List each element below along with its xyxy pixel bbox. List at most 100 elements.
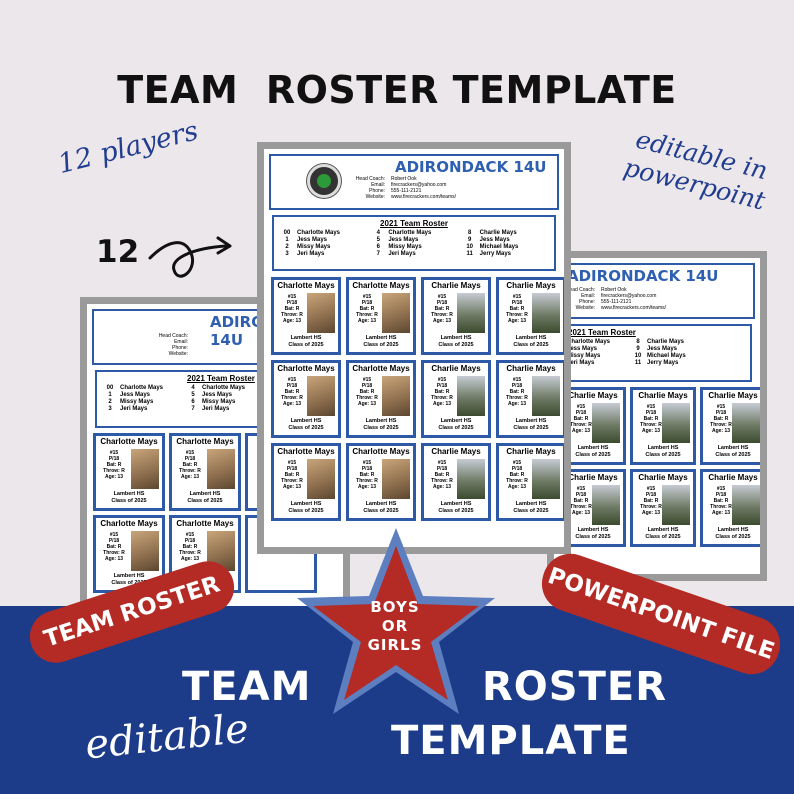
star-text: BOYS OR GIRLS — [352, 598, 438, 655]
card-name: Charlotte Mays — [176, 437, 234, 446]
player-photo — [592, 403, 620, 443]
roster-number: 5 — [191, 392, 195, 398]
player-photo — [532, 459, 560, 499]
roster-sheet-right: ADIRONDACK 14U Head Coach:Robert Ook Ema… — [547, 251, 767, 581]
team-logo-icon — [307, 164, 341, 198]
roster-player: Jeri Mays — [120, 406, 148, 412]
player-photo — [457, 459, 485, 499]
player-photo — [662, 403, 690, 443]
player-photo — [532, 376, 560, 416]
team-name: ADIRONDACK 14U — [395, 158, 547, 176]
roster-player: Jess Mays — [202, 392, 233, 398]
player-photo — [732, 485, 760, 525]
roster-number: 1 — [108, 392, 112, 398]
player-photo — [307, 376, 335, 416]
team-info: Head Coach:Robert Ook Email:firecrackers… — [565, 287, 667, 311]
player-photo — [382, 459, 410, 499]
team-name: ADIRONDACK 14U — [567, 267, 719, 285]
roster-player: Jeri Mays — [202, 406, 230, 412]
player-count: 12 — [96, 234, 140, 270]
roster-number: 00 — [106, 385, 114, 391]
player-photo — [382, 376, 410, 416]
band-team-text: TEAM — [182, 664, 312, 710]
info-key: Head Coach: — [158, 333, 188, 339]
band-roster-text: ROSTER — [482, 664, 668, 710]
roster-player: Missy Mays — [202, 399, 236, 405]
band-template-text: TEMPLATE — [391, 718, 631, 764]
roster-title: 2021 Team Roster — [380, 219, 448, 228]
headline: TEAM ROSTER TEMPLATE — [117, 68, 677, 112]
roster-number: 2 — [108, 399, 112, 405]
editable-note: editable in powerpoint — [599, 118, 794, 222]
roster-title: 2021 Team Roster — [187, 374, 255, 383]
star-line-3: GIRLS — [367, 636, 423, 654]
roster-number: 6 — [191, 399, 195, 405]
info-key: Website: — [168, 351, 188, 357]
player-photo — [592, 485, 620, 525]
roster-number: 7 — [191, 406, 195, 412]
player-photo — [732, 403, 760, 443]
roster-sheet-main: ADIRONDACK 14U Head Coach:Robert Ook Ema… — [257, 142, 571, 554]
roster-grid: 00 Charlotte Mays 4 Charlotte Mays 1 Jess Ma… — [97, 385, 333, 415]
sheet-header: ADIRONDACK 14U Head Coach:Robert Ook Ema… — [269, 154, 559, 210]
roster-player: Charlotte Mays — [120, 385, 164, 391]
roster-player: Jess Mays — [120, 392, 151, 398]
player-photo — [131, 531, 159, 571]
roster-number: 3 — [108, 406, 112, 412]
player-photo — [457, 293, 485, 333]
player-photo — [207, 449, 235, 489]
team-info: Head Coach: Email: Phone: Website: — [154, 333, 194, 357]
card-name: Charlotte Mays — [100, 437, 158, 446]
player-photo — [532, 293, 560, 333]
star-line-2: OR — [381, 617, 409, 635]
player-photo — [307, 459, 335, 499]
players-note: 12 players — [55, 115, 202, 181]
roster-number: 4 — [191, 385, 195, 391]
team-info: Head Coach:Robert Ook Email:firecrackers… — [355, 176, 457, 200]
card-name: Charlotte Mays — [100, 519, 158, 528]
roster-player: Missy Mays — [120, 399, 154, 405]
roster-title: 2021 Team Roster — [568, 328, 636, 337]
star-icon — [297, 528, 495, 714]
info-key: Phone: — [172, 345, 188, 351]
sheet-header: ADIRONDACK 14U Head Coach:Robert Ook Ema… — [559, 263, 755, 319]
info-key: Email: — [174, 339, 188, 345]
roster-player: Charlotte Mays — [202, 385, 246, 391]
player-photo — [662, 485, 690, 525]
player-photo — [457, 376, 485, 416]
player-photo — [307, 293, 335, 333]
curly-arrow-icon — [148, 236, 232, 278]
